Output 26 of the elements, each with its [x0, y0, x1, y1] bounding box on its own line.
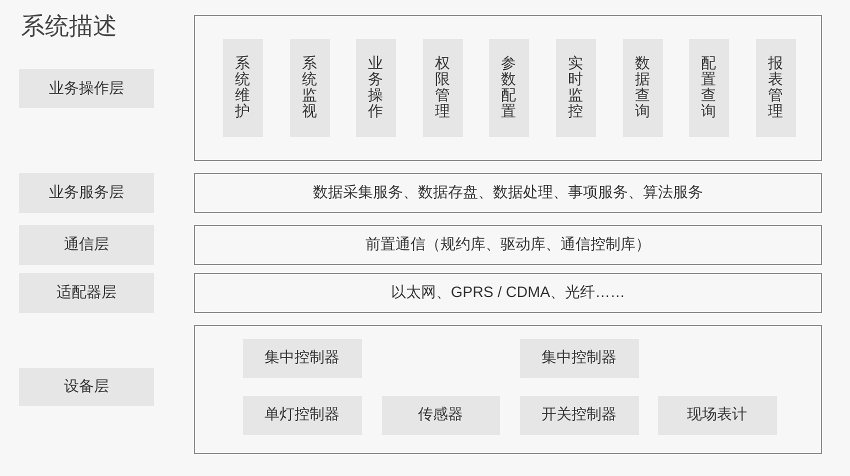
layer-bar: 前置通信（规约库、驱动库、通信控制库） [194, 225, 822, 265]
device-tile: 单灯控制器 [242, 396, 362, 434]
layer-panel [194, 325, 822, 454]
function-tile: 实时监控 [556, 38, 596, 136]
function-tile: 数据查询 [622, 38, 662, 136]
device-tile: 集中控制器 [520, 338, 638, 378]
function-tile: 业务操作 [356, 38, 396, 136]
function-tile: 参数配置 [488, 38, 528, 136]
layer-label: 设备层 [19, 368, 154, 406]
function-tile: 系统维护 [222, 38, 262, 136]
function-tile: 报表管理 [756, 38, 796, 136]
title: 系统描述 [21, 12, 117, 42]
function-tile: 配置查询 [688, 38, 728, 136]
layer-label: 通信层 [19, 225, 154, 265]
layer-label: 业务操作层 [19, 69, 154, 108]
function-tile: 系统监视 [290, 38, 330, 136]
device-tile: 开关控制器 [520, 396, 638, 434]
layer-panel [194, 15, 822, 161]
layer-label: 业务服务层 [19, 173, 154, 213]
layer-bar: 以太网、GPRS / CDMA、光纤…… [194, 273, 822, 313]
device-tile: 现场表计 [658, 396, 776, 434]
layer-bar: 数据采集服务、数据存盘、数据处理、事项服务、算法服务 [194, 173, 822, 213]
layer-label: 适配器层 [19, 273, 154, 313]
device-tile: 传感器 [382, 396, 500, 434]
function-tile: 权限管理 [422, 38, 462, 136]
device-tile: 集中控制器 [242, 338, 362, 378]
